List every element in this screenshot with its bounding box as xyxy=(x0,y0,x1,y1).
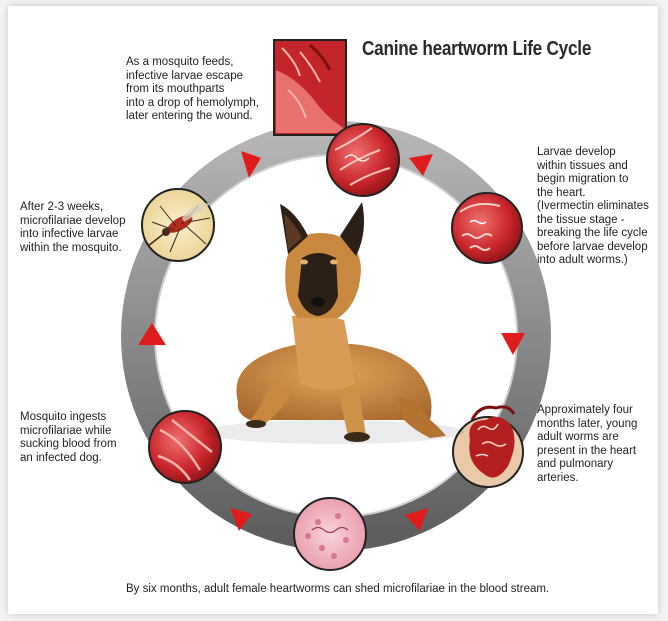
caption-line: Mosquito ingests xyxy=(20,411,117,425)
caption-line: arteries. xyxy=(537,472,637,486)
caption-line: before larvae develop xyxy=(537,241,649,255)
tissue-larvae-illustration xyxy=(452,193,522,263)
caption-line: microfilariae while xyxy=(20,425,117,439)
caption-line: After 2-3 weeks, xyxy=(20,201,125,215)
caption-line: an infected dog. xyxy=(20,452,117,466)
caption-line: the tissue stage - xyxy=(537,214,649,228)
caption-after-weeks: After 2-3 weeks, microfilariae develop i… xyxy=(20,201,125,255)
blood-vessel-illustration xyxy=(149,411,221,483)
caption-line: Larvae develop xyxy=(537,146,649,160)
caption-line: within the mosquito. xyxy=(20,242,125,256)
caption-line: Approximately four xyxy=(537,404,637,418)
caption-line: As a mosquito feeds, xyxy=(126,56,259,70)
caption-mosquito-feeds: As a mosquito feeds, infective larvae es… xyxy=(126,56,259,124)
skin-wound-larvae-illustration xyxy=(274,40,346,135)
blood-smear-microfilariae-illustration xyxy=(294,498,366,570)
caption-line: the heart. xyxy=(537,187,649,201)
caption-line: months later, young xyxy=(537,418,637,432)
caption-line: adult worms are xyxy=(537,431,637,445)
caption-line: and pulmonary xyxy=(537,458,637,472)
caption-line: later entering the wound. xyxy=(126,110,259,124)
caption-line: into adult worms.) xyxy=(537,254,649,268)
caption-line: present in the heart xyxy=(537,445,637,459)
caption-line: begin migration to xyxy=(537,173,649,187)
caption-line: sucking blood from xyxy=(20,438,117,452)
caption-six-months: By six months, adult female heartworms c… xyxy=(126,583,549,597)
larvae-in-wound-circle xyxy=(327,124,399,196)
caption-line: microfilariae develop xyxy=(20,215,125,229)
caption-four-months: Approximately four months later, young a… xyxy=(537,404,637,485)
diagram-title: Canine heartworm Life Cycle xyxy=(362,38,591,61)
caption-line: breaking the life cycle xyxy=(537,227,649,241)
mosquito-illustration xyxy=(142,189,214,261)
caption-line: into a drop of hemolymph, xyxy=(126,97,259,111)
caption-line: from its mouthparts xyxy=(126,83,259,97)
caption-line: into infective larvae xyxy=(20,228,125,242)
caption-mosquito-ingests: Mosquito ingests microfilariae while suc… xyxy=(20,411,117,465)
caption-line: within tissues and xyxy=(537,160,649,174)
caption-line: infective larvae escape xyxy=(126,70,259,84)
german-shepherd-illustration xyxy=(204,202,464,444)
caption-line: (Ivermectin eliminates xyxy=(537,200,649,214)
caption-larvae-develop: Larvae develop within tissues and begin … xyxy=(537,146,649,268)
